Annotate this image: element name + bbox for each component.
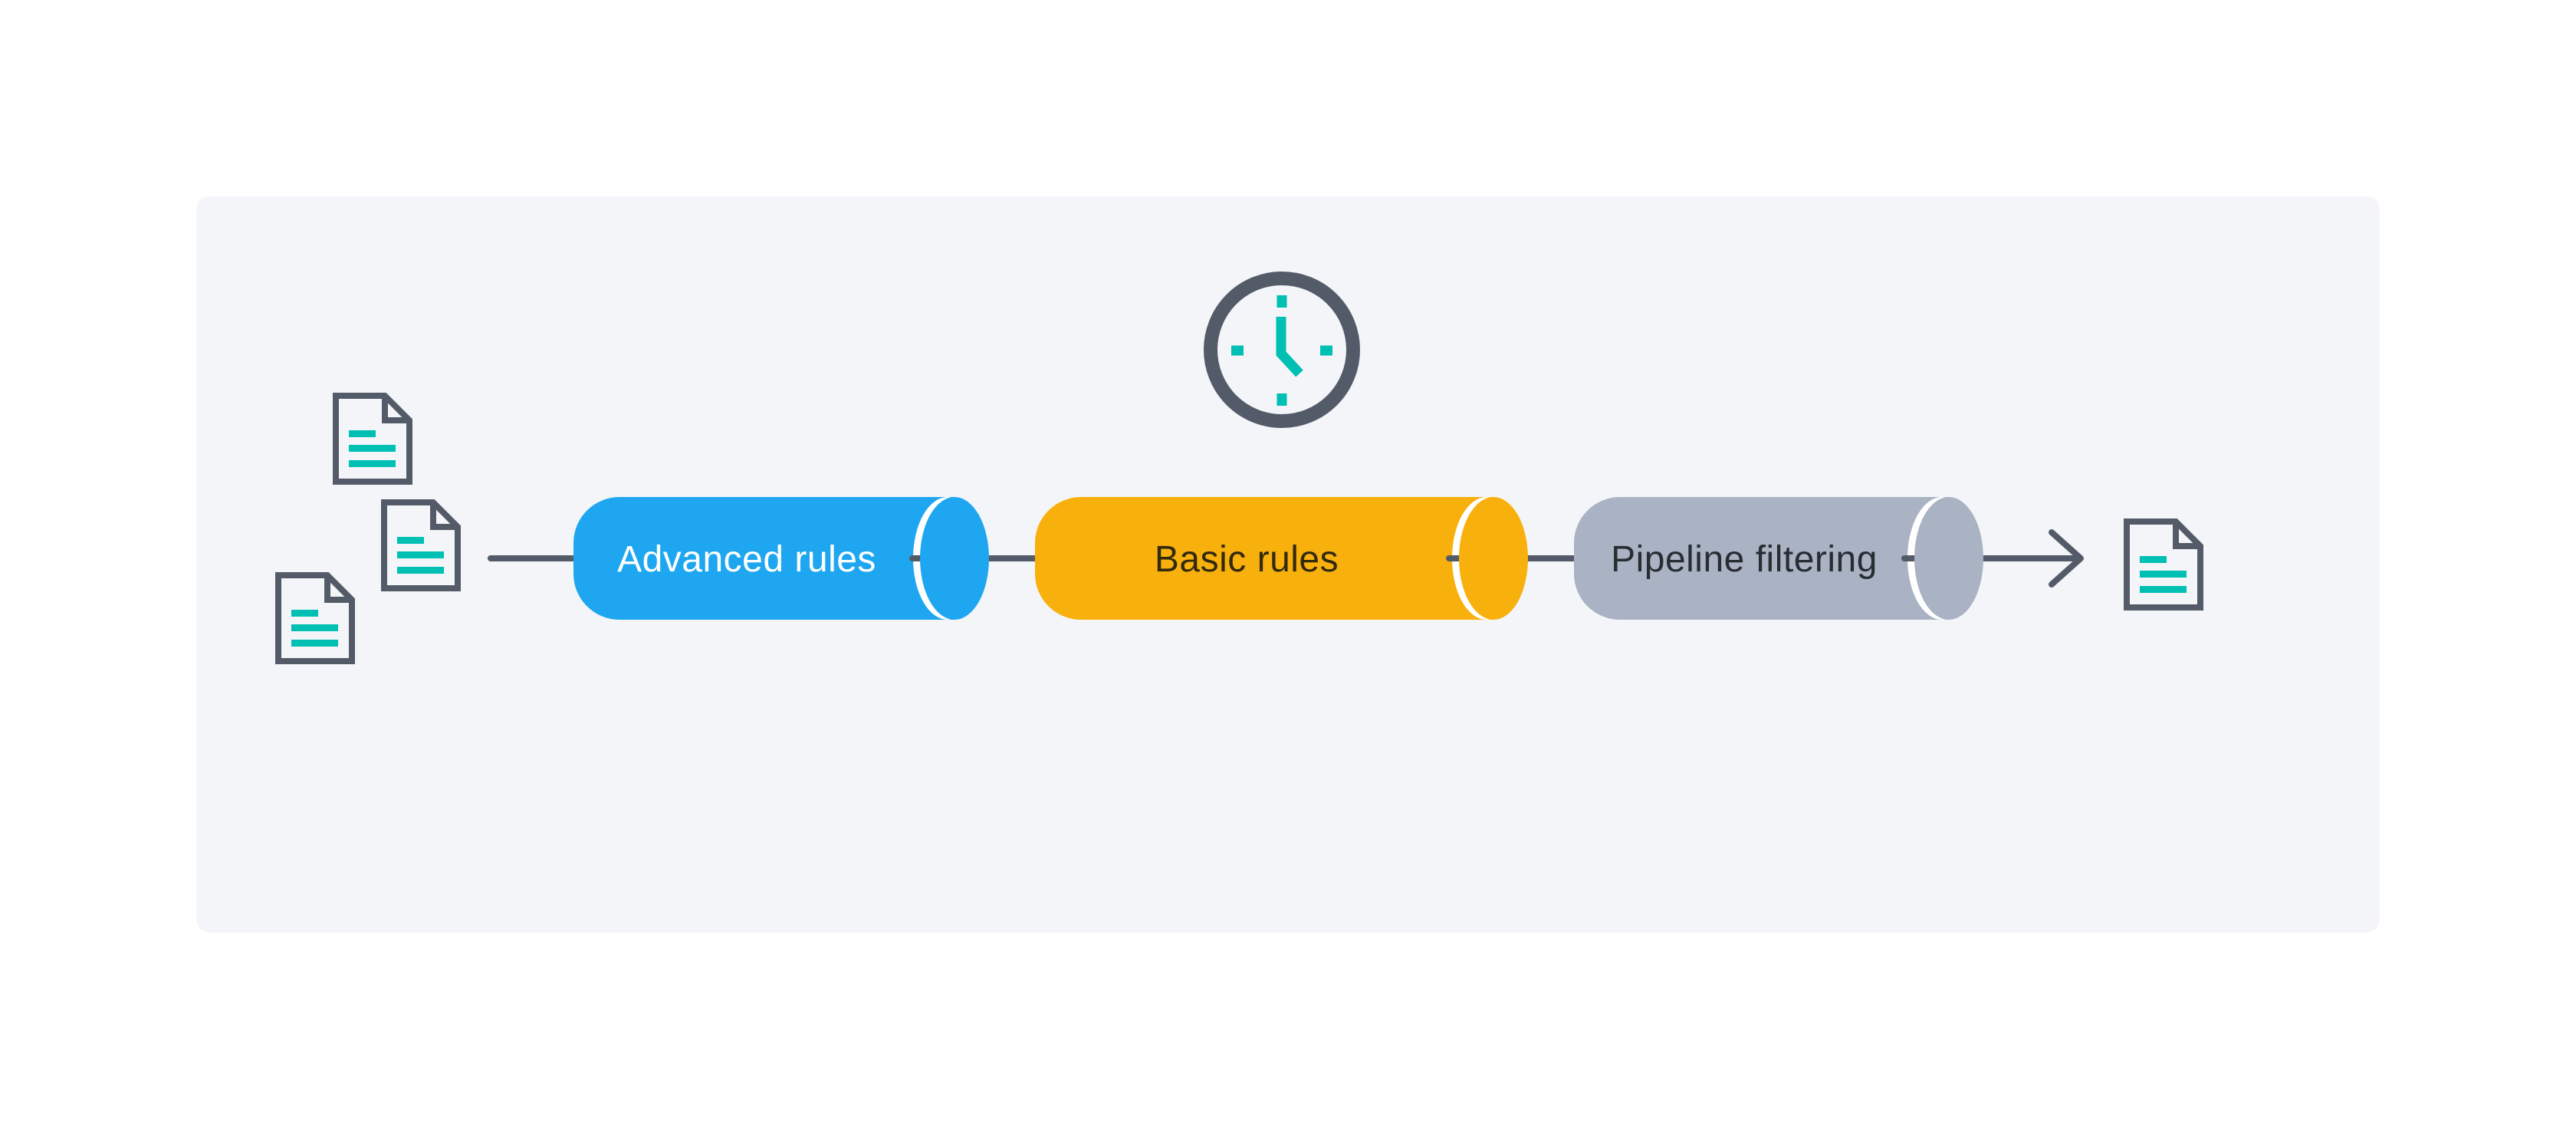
stage-cylinder-advanced-rules: Advanced rules — [573, 497, 1050, 620]
document-page — [381, 499, 461, 591]
document-text-line — [397, 551, 444, 558]
output-document-icon — [2124, 518, 2203, 611]
document-page — [333, 393, 412, 485]
stage-cylinder-basic-rules: Basic rules — [1035, 497, 1586, 620]
cylinder-end-cap — [1914, 497, 1983, 620]
clock-icon — [1204, 272, 1360, 428]
cylinder-body — [1035, 497, 1493, 620]
document-text-line — [291, 610, 318, 617]
cylinder-body — [1574, 497, 1949, 620]
clock-hands — [1276, 317, 1303, 377]
document-text-line — [349, 445, 396, 452]
document-fold-icon — [430, 502, 458, 530]
input-document-icon-3 — [275, 572, 355, 664]
document-page — [275, 572, 355, 664]
document-text-line — [291, 640, 338, 647]
document-page — [2124, 518, 2203, 611]
cylinder-body — [573, 497, 955, 620]
document-text-line — [2140, 571, 2187, 578]
document-text-line — [397, 537, 424, 544]
cylinder-end-cap — [1459, 497, 1528, 620]
document-text-line — [349, 430, 376, 437]
stage-label-basic-rules: Basic rules — [1155, 539, 1339, 580]
document-text-line — [2140, 586, 2187, 593]
stage-cylinder-pipeline-filtering: Pipeline filtering — [1574, 497, 2084, 620]
document-text-line — [291, 624, 338, 631]
document-fold-icon — [382, 396, 409, 423]
document-text-line — [349, 460, 396, 467]
document-text-line — [2140, 556, 2167, 563]
arrowhead-icon — [2049, 529, 2084, 588]
cylinder-end-cap — [920, 497, 989, 620]
stage-label-pipeline-filtering: Pipeline filtering — [1611, 539, 1878, 580]
stage-label-advanced-rules: Advanced rules — [617, 539, 876, 580]
document-fold-icon — [2173, 522, 2200, 549]
document-text-line — [397, 567, 444, 574]
document-fold-icon — [324, 575, 352, 603]
input-document-icon-2 — [381, 499, 461, 591]
input-document-icon-1 — [333, 393, 412, 485]
